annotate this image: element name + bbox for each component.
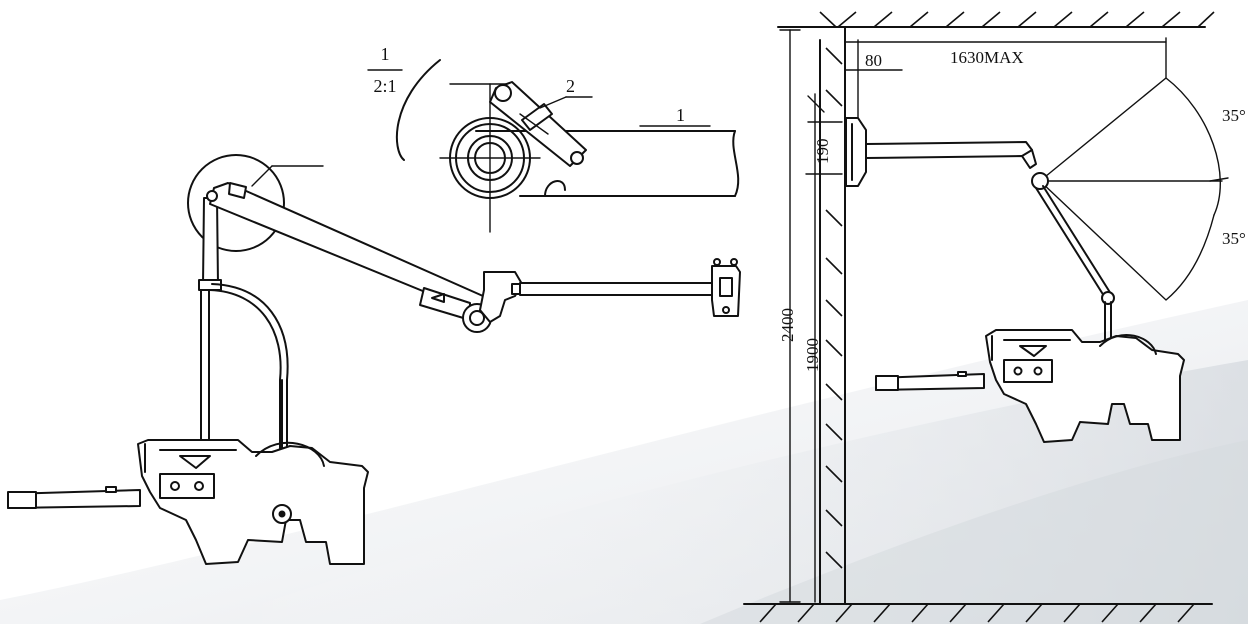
scale-numerator: 1 <box>381 44 390 64</box>
part-1-label: 1 <box>676 105 685 125</box>
wall-bracket-icon <box>845 117 867 187</box>
right-installation-view: 2400 1900 190 80 1630MAX 35° 35° <box>743 11 1246 623</box>
dim-arm-height: 1900 <box>803 338 822 372</box>
dim-total-height: 2400 <box>778 308 797 342</box>
dim-reach: 1630MAX <box>950 48 1024 67</box>
dim-wall-offset: 80 <box>865 51 882 70</box>
angle-down: 35° <box>1222 229 1246 248</box>
welding-gun-icon <box>875 329 1185 443</box>
detail-circle <box>187 154 285 252</box>
detail-view: 1 2:1 1 2 <box>367 44 740 233</box>
dim-mount-height: 190 <box>813 139 832 165</box>
left-balancer-assembly <box>7 154 741 565</box>
part-2-label: 2 <box>566 76 575 96</box>
angle-up: 35° <box>1222 106 1246 125</box>
welding-gun-icon <box>7 439 369 565</box>
scale-denominator: 2:1 <box>373 76 396 96</box>
